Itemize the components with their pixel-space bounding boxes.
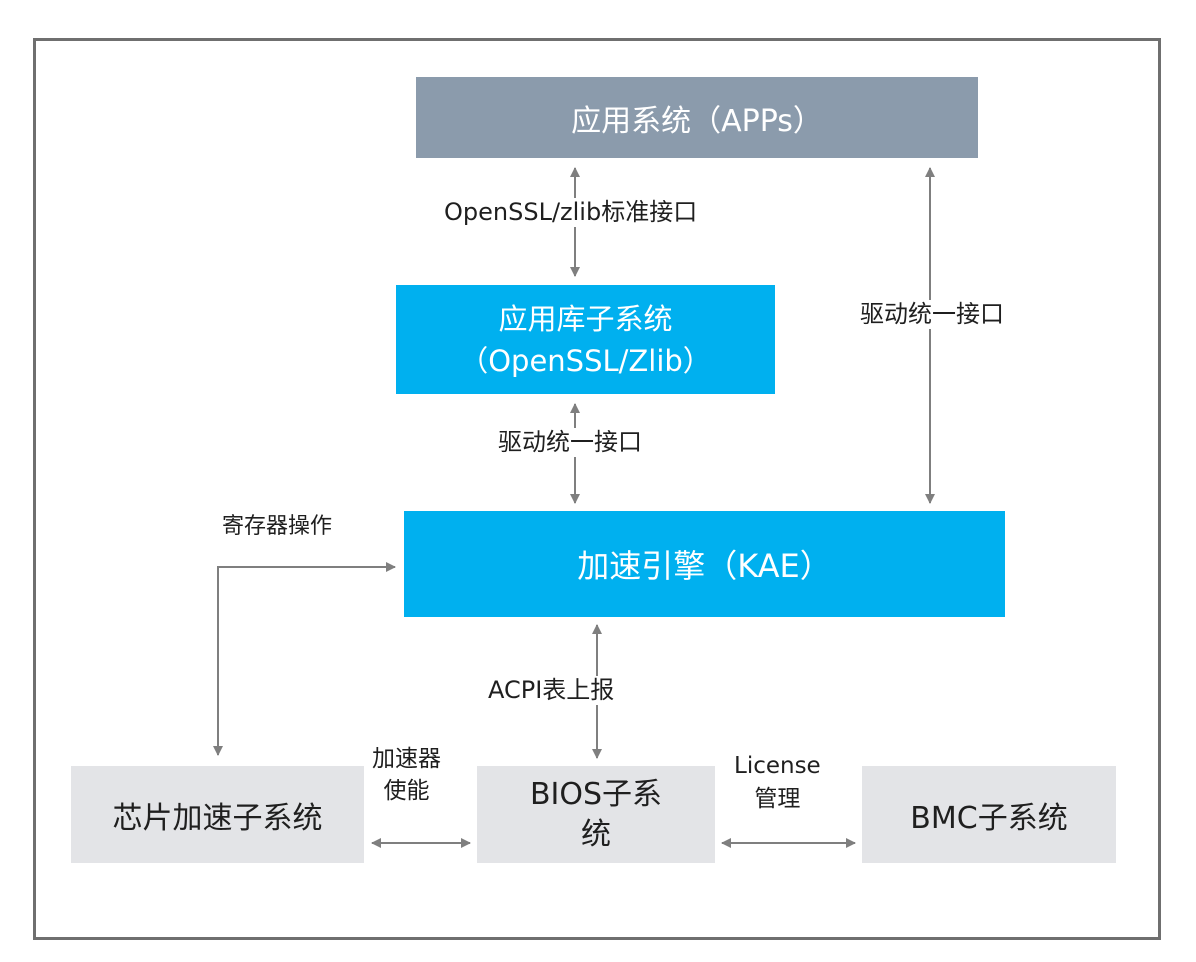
accelerator-enable-label: 加速器 使能 [372, 743, 441, 807]
bios-subsystem-box: BIOS子系 统 [477, 766, 715, 863]
register-operation-label: 寄存器操作 [222, 514, 333, 541]
kae-engine-box: 加速引擎（KAE） [404, 511, 1005, 617]
driver-interface-label-right: 驱动统一接口 [858, 300, 1006, 329]
openssl-interface-label: OpenSSL/zlib标准接口 [442, 198, 700, 227]
apps-box: 应用系统（APPs） [416, 77, 978, 158]
driver-interface-label-middle: 驱动统一接口 [496, 428, 644, 457]
license-management-label: License 管理 [734, 750, 821, 816]
library-subsystem-box: 应用库子系统 （OpenSSL/Zlib） [396, 285, 775, 394]
acpi-report-label: ACPI表上报 [486, 676, 617, 705]
bmc-subsystem-box: BMC子系统 [862, 766, 1116, 863]
arrow-register-op [213, 562, 396, 756]
diagram-frame [33, 38, 1161, 940]
chip-acceleration-box: 芯片加速子系统 [71, 766, 364, 863]
